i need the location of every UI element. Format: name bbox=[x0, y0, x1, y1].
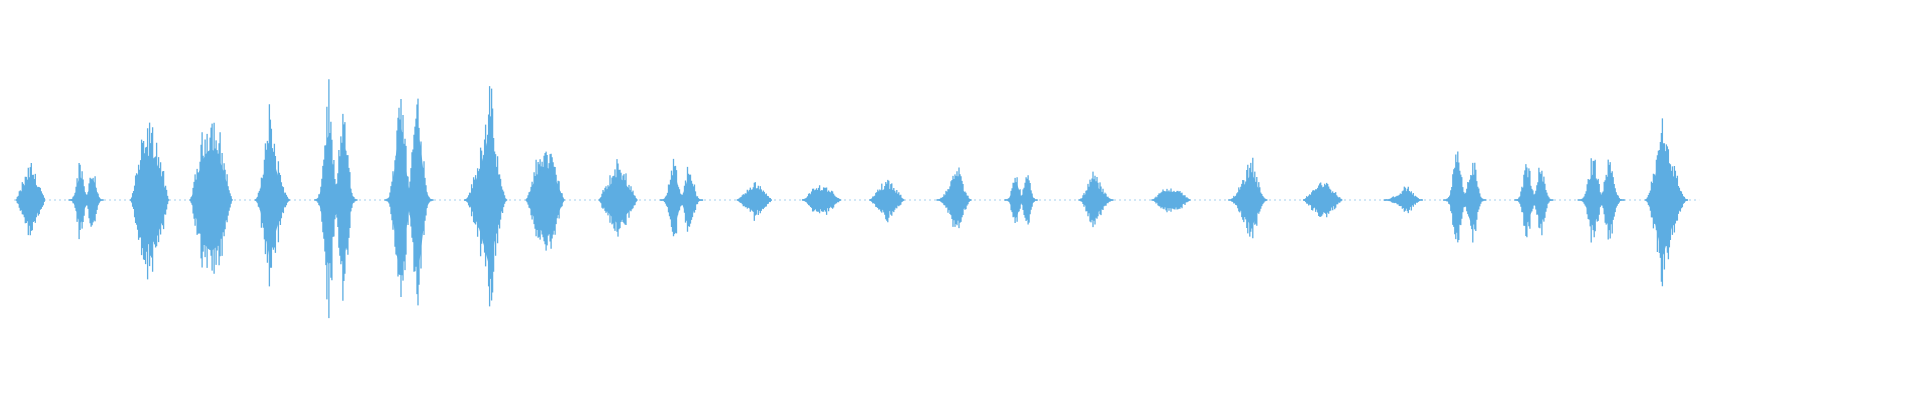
waveform-burst bbox=[598, 159, 638, 237]
waveform-burst bbox=[936, 167, 972, 229]
waveform-burst-core bbox=[802, 190, 841, 210]
waveform-burst-core bbox=[464, 134, 507, 266]
waveform-burst bbox=[384, 98, 434, 306]
waveform-burst-core bbox=[526, 167, 565, 233]
waveform-burst-core bbox=[1645, 145, 1688, 255]
waveform-burst bbox=[1577, 158, 1625, 243]
waveform-bursts bbox=[15, 79, 1689, 319]
waveform-burst-core bbox=[255, 142, 290, 258]
waveform-burst bbox=[801, 185, 842, 215]
waveform-burst-core bbox=[1443, 172, 1486, 228]
waveform-burst-core bbox=[660, 175, 703, 225]
waveform-burst-core bbox=[385, 125, 433, 275]
waveform-burst-core bbox=[1514, 176, 1553, 224]
waveform-burst bbox=[1644, 118, 1689, 287]
waveform-burst-core bbox=[869, 187, 904, 213]
waveform-burst bbox=[1383, 186, 1423, 214]
waveform-burst bbox=[15, 163, 45, 236]
waveform-burst-core bbox=[737, 188, 772, 212]
waveform-burst bbox=[1004, 175, 1038, 225]
waveform-burst-core bbox=[1152, 191, 1190, 209]
waveform-burst bbox=[1078, 171, 1114, 228]
waveform-burst bbox=[463, 86, 508, 307]
waveform-burst-core bbox=[599, 176, 637, 224]
waveform-burst bbox=[189, 122, 233, 274]
waveform-burst-core bbox=[130, 155, 169, 245]
waveform-burst-core bbox=[16, 177, 45, 223]
waveform-burst bbox=[525, 151, 565, 251]
waveform-burst bbox=[1443, 151, 1487, 243]
waveform-burst bbox=[659, 158, 704, 237]
waveform-burst-core bbox=[190, 149, 233, 251]
waveform-burst-core bbox=[69, 177, 104, 223]
waveform-burst-core bbox=[1303, 187, 1342, 213]
waveform-burst bbox=[68, 163, 104, 240]
waveform-burst bbox=[869, 179, 905, 223]
waveform-burst bbox=[1303, 182, 1343, 218]
waveform-burst-core bbox=[1228, 173, 1267, 227]
waveform-burst bbox=[254, 104, 291, 287]
waveform-burst-core bbox=[1005, 181, 1038, 219]
waveform-burst bbox=[314, 79, 358, 319]
waveform-burst-core bbox=[1079, 180, 1113, 220]
waveform-burst-core bbox=[937, 179, 971, 221]
waveform-burst bbox=[736, 182, 772, 221]
waveform-burst bbox=[1514, 164, 1554, 238]
waveform-burst bbox=[1151, 188, 1191, 213]
waveform-burst bbox=[129, 122, 170, 280]
waveform-burst-core bbox=[1384, 191, 1423, 209]
waveform-burst bbox=[1228, 157, 1268, 239]
waveform-burst-core bbox=[1578, 174, 1625, 226]
waveform-burst-core bbox=[314, 135, 357, 265]
